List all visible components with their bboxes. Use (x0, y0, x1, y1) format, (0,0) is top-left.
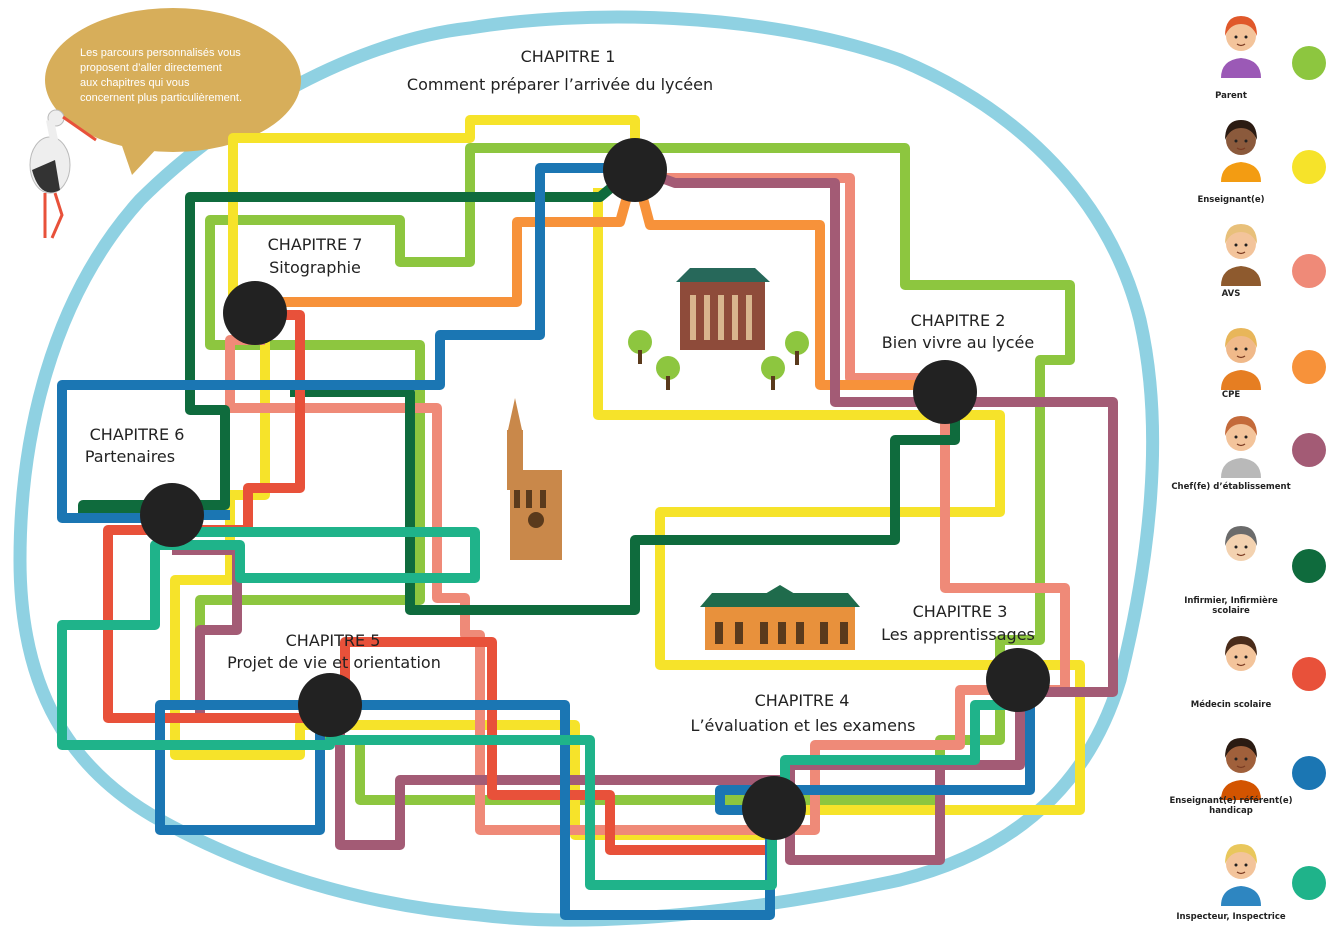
legend-label: Médecin scolaire (1190, 700, 1272, 710)
legend-label: Enseignant(e) (1197, 195, 1265, 205)
bubble-line: Les parcours personnalisés vous (80, 47, 241, 59)
legend-label: AVS (1221, 289, 1241, 299)
chapter-subtitle: Comment préparer l’arrivée du lycéen (407, 75, 713, 94)
legend-item[interactable]: Médecin scolaire (1166, 628, 1326, 728)
legend-color-dot (1292, 254, 1326, 288)
chapter-title: CHAPITRE 6 (90, 425, 185, 444)
avatar (1221, 738, 1261, 800)
avatar (1221, 224, 1261, 286)
station-chapitre-5[interactable] (298, 673, 362, 737)
station-chapitre-7[interactable] (223, 281, 287, 345)
route-inspecteur (57, 514, 1020, 890)
chapter-label-5[interactable]: CHAPITRE 5 Projet de vie et orientation (227, 631, 441, 672)
chapter-subtitle: Partenaires (85, 447, 175, 466)
legend-label: Infirmier, Infirmière scolaire (1184, 596, 1278, 616)
palace-icon (628, 268, 809, 390)
metro-map: Les parcours personnalisés vous proposen… (13, 8, 1160, 927)
school-building-icon (700, 585, 860, 650)
legend-item[interactable]: Enseignant(e) référent(e) handicap (1166, 730, 1326, 830)
chapter-subtitle: Projet de vie et orientation (227, 653, 441, 672)
bubble-line: proposent d’aller directement (80, 62, 222, 74)
bubble-line: concernent plus particulièrement. (80, 92, 242, 104)
legend-color-dot (1292, 433, 1326, 467)
speech-bubble: Les parcours personnalisés vous proposen… (45, 8, 301, 175)
chapter-label-3[interactable]: CHAPITRE 3 Les apprentissages (881, 602, 1035, 644)
chapter-label-4[interactable]: CHAPITRE 4 L’évaluation et les examens (691, 691, 916, 735)
chapter-subtitle: Les apprentissages (881, 625, 1035, 644)
bubble-line: aux chapitres qui vous (80, 77, 190, 89)
chapter-subtitle: Bien vivre au lycée (882, 333, 1034, 352)
legend-item[interactable]: Enseignant(e) (1166, 112, 1326, 212)
avatar (1221, 526, 1261, 588)
avatar (1221, 844, 1261, 906)
route-avs (225, 163, 1070, 835)
legend: Parent Enseignant(e) AVS CPE Chef(fe) d’… (1166, 8, 1326, 938)
legend-item[interactable]: Infirmier, Infirmière scolaire (1166, 518, 1326, 618)
station-chapitre-6[interactable] (140, 483, 204, 547)
legend-color-dot (1292, 657, 1326, 691)
legend-item[interactable]: Inspecteur, Inspectrice (1166, 836, 1326, 936)
chapter-subtitle: L’évaluation et les examens (691, 716, 916, 735)
chapter-label-6[interactable]: CHAPITRE 6 Partenaires (85, 425, 185, 466)
chapter-label-7[interactable]: CHAPITRE 7 Sitographie (268, 235, 363, 277)
avatar (1221, 120, 1261, 182)
chapter-label-1[interactable]: CHAPITRE 1 Comment préparer l’arrivée du… (407, 47, 713, 94)
station-chapitre-2[interactable] (913, 360, 977, 424)
chapter-title: CHAPITRE 1 (521, 47, 616, 66)
legend-item[interactable]: Parent (1166, 8, 1326, 108)
legend-color-dot (1292, 46, 1326, 80)
avatar (1221, 636, 1261, 698)
legend-item[interactable]: Chef(fe) d’établissement (1166, 408, 1326, 508)
chapter-subtitle: Sitographie (269, 258, 361, 277)
station-chapitre-3[interactable] (986, 648, 1050, 712)
avatar (1221, 16, 1261, 78)
chapter-title: CHAPITRE 5 (286, 631, 381, 650)
legend-label: Inspecteur, Inspectrice (1176, 912, 1286, 922)
chapter-title: CHAPITRE 7 (268, 235, 363, 254)
stork-icon (29, 109, 97, 239)
legend-label: CPE (1221, 390, 1241, 400)
chapter-title: CHAPITRE 4 (755, 691, 850, 710)
cathedral-icon (507, 398, 562, 560)
station-chapitre-4[interactable] (742, 776, 806, 840)
station-chapitre-1[interactable] (603, 138, 667, 202)
routes (57, 115, 1118, 920)
legend-color-dot (1292, 866, 1326, 900)
legend-color-dot (1292, 756, 1326, 790)
legend-color-dot (1292, 549, 1326, 583)
legend-item[interactable]: CPE (1166, 320, 1326, 420)
chapter-title: CHAPITRE 3 (913, 602, 1008, 621)
chapter-label-2[interactable]: CHAPITRE 2 Bien vivre au lycée (882, 311, 1034, 352)
legend-item[interactable]: AVS (1166, 216, 1326, 316)
avatar (1221, 416, 1261, 478)
legend-color-dot (1292, 350, 1326, 384)
legend-label: Parent (1215, 91, 1247, 101)
legend-label: Chef(fe) d’établissement (1171, 482, 1291, 492)
chapter-title: CHAPITRE 2 (911, 311, 1006, 330)
legend-label: Enseignant(e) référent(e) handicap (1169, 796, 1293, 816)
legend-color-dot (1292, 150, 1326, 184)
avatar (1221, 328, 1261, 390)
